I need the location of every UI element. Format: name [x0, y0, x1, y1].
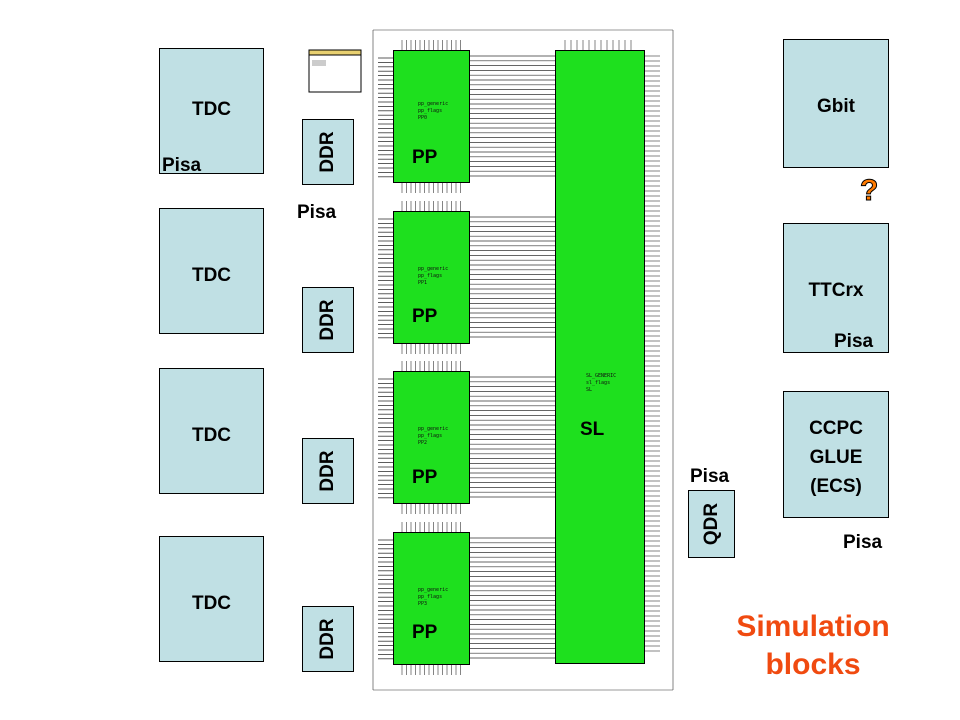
tdc-block-4: TDC — [159, 536, 264, 662]
tdc-label: TDC — [191, 99, 232, 120]
qdr-block: QDR — [688, 490, 735, 558]
ccpc-glue-block: CCPC GLUE (ECS) — [783, 391, 889, 518]
gbit-label: Gbit — [817, 96, 855, 117]
ccpc-line-2: GLUE — [809, 447, 863, 468]
ccpc-pisa-label: Pisa — [843, 532, 883, 553]
ccpc-line-1: CCPC — [809, 418, 863, 439]
simulation-line-1: Simulation — [736, 610, 890, 643]
ddr-label: DDR — [317, 618, 338, 660]
ddr-label: DDR — [317, 450, 338, 492]
ttcrx-pisa-label: Pisa — [834, 331, 874, 352]
simulation-caption: Simulation blocks — [728, 608, 898, 684]
ddr-block-2: DDR — [302, 287, 354, 353]
ddr-block-1: DDR — [302, 119, 354, 185]
pp-label: PP — [412, 622, 438, 643]
ddr-label: DDR — [317, 299, 338, 341]
ttcrx-label: TTCrx — [808, 280, 864, 301]
tdc-label: TDC — [191, 265, 232, 286]
question-mark: ? — [859, 174, 879, 208]
tdc-label: TDC — [191, 593, 232, 614]
tdc-block-2: TDC — [159, 208, 264, 334]
tdc-block-3: TDC — [159, 368, 264, 494]
simulation-line-2: blocks — [765, 648, 861, 681]
ddr-pisa-label: Pisa — [297, 202, 337, 223]
ddr-block-3: DDR — [302, 438, 354, 504]
ttcrx-block: TTCrx Pisa — [783, 223, 889, 353]
sl-label: SL — [580, 419, 605, 440]
tdc-block-1: TDC Pisa — [159, 48, 264, 176]
pp-label: PP — [412, 467, 438, 488]
tdc-pisa-label: Pisa — [162, 155, 202, 176]
gbit-block: Gbit — [783, 39, 889, 168]
pp-label: PP — [412, 306, 438, 327]
ddr-label: DDR — [317, 131, 338, 173]
qdr-pisa-label: Pisa — [690, 466, 730, 487]
tdc-label: TDC — [191, 425, 232, 446]
qdr-label: QDR — [700, 502, 722, 546]
pp-label: PP — [412, 147, 438, 168]
ddr-block-4: DDR — [302, 606, 354, 672]
ccpc-line-3: (ECS) — [810, 476, 862, 497]
